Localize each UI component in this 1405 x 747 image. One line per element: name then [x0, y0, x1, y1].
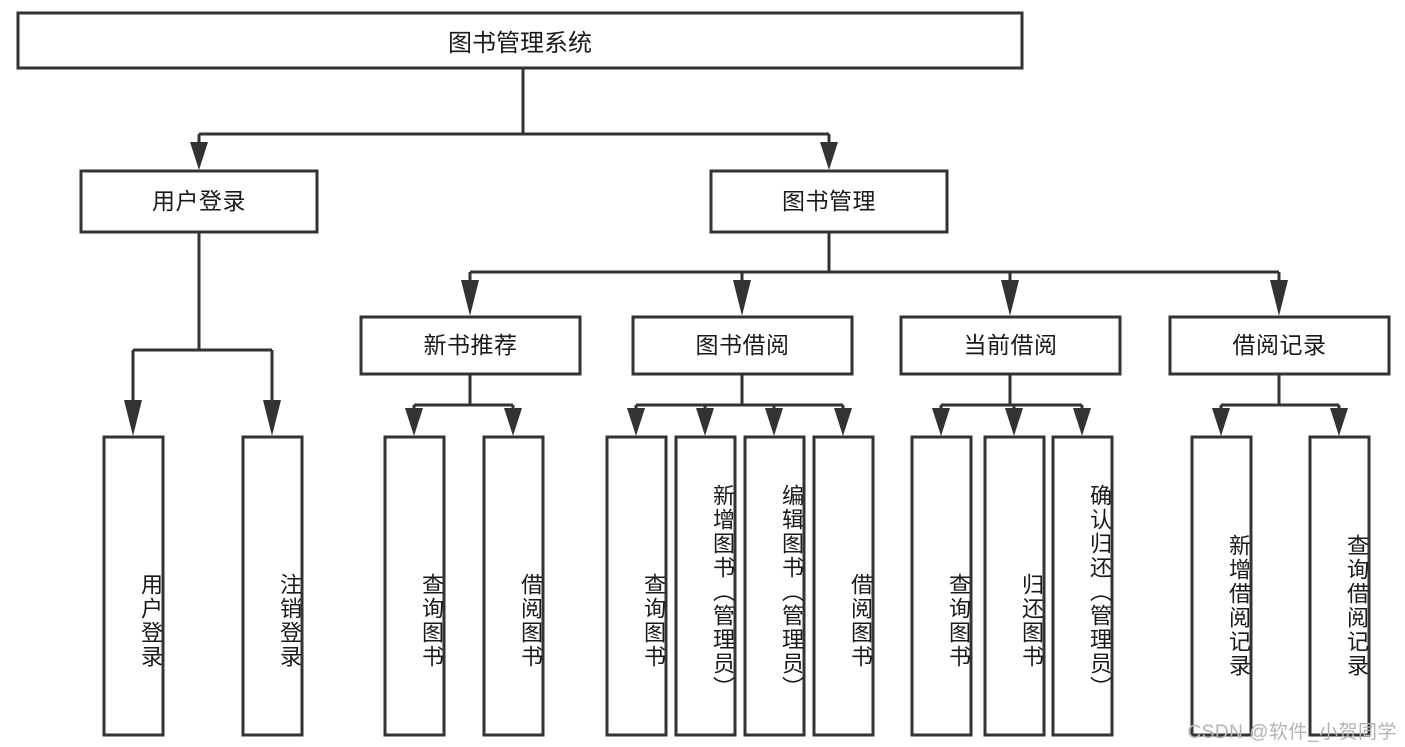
arrowhead-book-management	[820, 142, 838, 170]
arrowhead-book-borrow	[733, 280, 751, 316]
arrowhead-leaf-confirm-return	[1073, 408, 1091, 436]
node-book-borrow-box[interactable]	[631, 315, 854, 376]
arrowhead-new-book-recommend	[461, 280, 479, 316]
leaf-query-book-1-box[interactable]	[383, 435, 446, 737]
arrowhead-leaf-query-book-2	[627, 408, 645, 436]
leaf-confirm-return-box[interactable]	[1051, 435, 1114, 737]
node-current-borrow-box[interactable]	[899, 315, 1122, 376]
leaf-query-record-box[interactable]	[1308, 435, 1371, 737]
arrowhead-leaf-query-book-1	[405, 408, 423, 436]
node-new-book-recommend-box[interactable]	[359, 315, 582, 376]
arrowhead-leaf-user-logout	[263, 400, 281, 436]
arrowhead-user-login	[190, 142, 208, 170]
arrowhead-leaf-user-login	[124, 400, 142, 436]
node-root-box[interactable]	[16, 11, 1024, 70]
arrowhead-current-borrow	[1001, 280, 1019, 316]
leaf-borrow-book-2-box[interactable]	[812, 435, 875, 737]
arrowhead-leaf-borrow-book-1	[504, 408, 522, 436]
leaf-query-book-2-box[interactable]	[605, 435, 668, 737]
leaf-edit-book-box[interactable]	[743, 435, 806, 737]
arrowhead-leaf-add-record	[1212, 408, 1230, 436]
node-borrow-record-box[interactable]	[1168, 315, 1391, 376]
arrowhead-leaf-query-book-3	[932, 408, 950, 436]
arrowhead-leaf-borrow-book-2	[834, 408, 852, 436]
leaf-query-book-3-box[interactable]	[910, 435, 973, 737]
leaf-add-book-box[interactable]	[674, 435, 737, 737]
arrowhead-leaf-return-book	[1005, 408, 1023, 436]
csdn-watermark: CSDN @软件_小贺同学	[1187, 722, 1397, 743]
node-book-management-box[interactable]	[709, 169, 949, 234]
leaf-borrow-book-1-box[interactable]	[482, 435, 545, 737]
leaf-return-book-box[interactable]	[983, 435, 1046, 737]
arrowhead-borrow-record	[1270, 280, 1288, 316]
leaf-user-login-box[interactable]	[102, 435, 165, 737]
arrowhead-leaf-add-book	[696, 408, 714, 436]
arrowhead-leaf-edit-book	[765, 408, 783, 436]
leaf-user-logout-box[interactable]	[241, 435, 304, 737]
leaf-add-record-box[interactable]	[1190, 435, 1253, 737]
arrowhead-leaf-query-record	[1330, 408, 1348, 436]
node-user-login-box[interactable]	[79, 169, 319, 234]
